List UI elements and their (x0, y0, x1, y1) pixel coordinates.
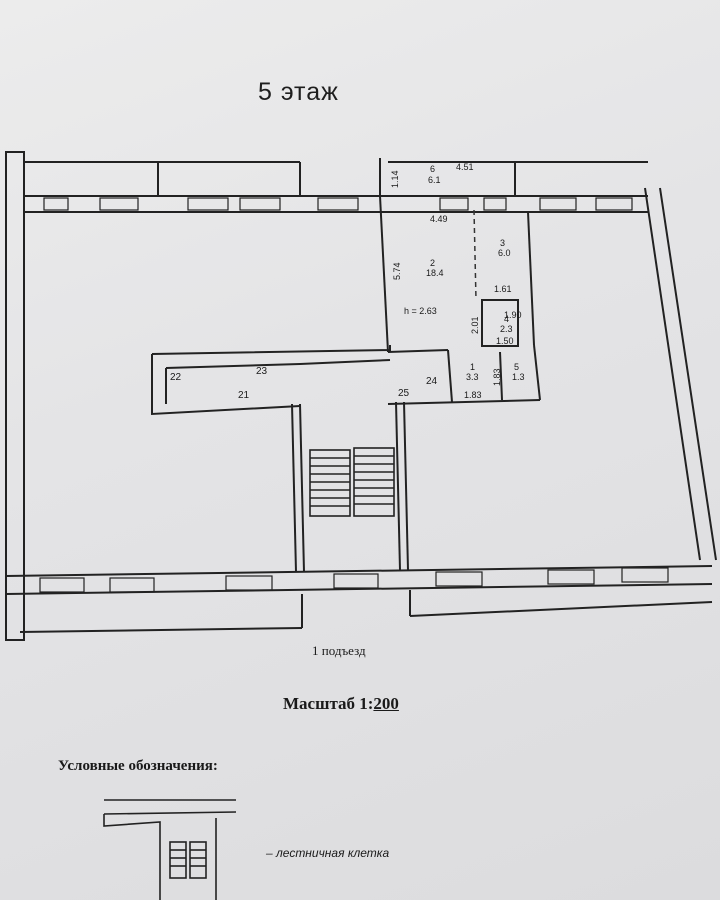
right-outer-wall-a (644, 187, 701, 561)
window (187, 197, 229, 211)
legend-staircase-text: – лестничная клетка (266, 846, 390, 860)
legend-staircase-symbol (103, 799, 237, 900)
room-1-number: 1 (470, 362, 475, 372)
room-1-area: 3.3 (466, 372, 479, 382)
dim-1-14: 1.14 (390, 170, 400, 188)
apartment-bottom-wall (387, 399, 541, 405)
zone-21: 21 (238, 390, 250, 401)
scale-label: Масштаб 1:200 (283, 694, 399, 714)
dim-1-90: 1.90 (504, 310, 522, 320)
kitchen-dashed-line (473, 209, 477, 301)
left-outer-wall (5, 151, 25, 641)
dim-4-49: 4.49 (430, 214, 448, 224)
stair-left-wall-b (291, 403, 297, 573)
bathroom-right-wall (527, 211, 535, 346)
right-outer-wall-b (659, 187, 717, 561)
ceiling-height: h = 2.63 (404, 306, 437, 316)
plan-walls (5, 151, 717, 641)
stair-right-wall-b (403, 401, 409, 571)
room-2-area: 18.4 (426, 268, 444, 278)
window (483, 197, 507, 211)
zone-23: 23 (256, 366, 268, 377)
scale-prefix: Масштаб 1: (283, 694, 374, 713)
zone-24: 24 (426, 376, 438, 387)
bottom-balcony-left (19, 627, 303, 633)
dim-1-83: 1.83 (464, 390, 482, 400)
room-3-area: 6.0 (498, 248, 511, 258)
corridor-inner-top (165, 359, 391, 369)
window (621, 567, 669, 583)
room-3-number: 3 (500, 238, 505, 248)
dim-1-61: 1.61 (494, 284, 512, 294)
bottom-window-wall-outer (5, 565, 713, 577)
room-4-number: 4 (504, 314, 509, 324)
dim-1-83-vertical: 1.83 (492, 368, 502, 386)
window (547, 569, 595, 585)
window (109, 577, 155, 593)
corridor-upper (151, 345, 391, 355)
room-1-left-wall (447, 349, 453, 403)
apartment-lower-wall (387, 349, 449, 353)
dim-2-01: 2.01 (470, 316, 480, 334)
dim-1-50: 1.50 (496, 336, 514, 346)
apartment-left-wall (379, 195, 389, 353)
bath-right-wall-lower (533, 344, 541, 401)
legend-title: Условные обозначения: (58, 758, 218, 774)
window (435, 571, 483, 587)
room-2-number: 2 (430, 258, 435, 268)
zone-22: 22 (170, 372, 182, 383)
window (595, 197, 633, 211)
scale-value: 200 (373, 694, 399, 713)
stair-left-wall-a (299, 403, 305, 573)
bathroom-box (481, 299, 519, 347)
room-5-area: 1.3 (512, 372, 525, 382)
dim-4-51: 4.51 (456, 162, 474, 172)
room-5-divider (499, 351, 503, 401)
stair-flight-right (353, 447, 395, 517)
room-6-area: 6.1 (428, 175, 441, 185)
entrance-label: 1 подъезд (312, 643, 366, 658)
room-4-area: 2.3 (500, 324, 513, 334)
window (225, 575, 273, 591)
room-labels: 6 6.1 2 18.4 3 6.0 4 2.3 1 3.3 5 1.3 (426, 164, 525, 382)
window (317, 197, 359, 211)
window (439, 197, 469, 211)
floor-title: 5 этаж (258, 78, 339, 106)
zone-25: 25 (398, 388, 410, 399)
window (333, 573, 379, 589)
room-6-number: 6 (430, 164, 435, 174)
window (239, 197, 281, 211)
window (43, 197, 69, 211)
zone-labels: 22 23 21 24 25 (170, 366, 438, 401)
windows (39, 197, 669, 593)
window (39, 577, 85, 593)
dim-5-74: 5.74 (392, 262, 402, 280)
room-5-number: 5 (514, 362, 519, 372)
stair-flight-left (309, 449, 351, 517)
stair-right-wall-a (395, 401, 401, 571)
window (539, 197, 577, 211)
corridor-left-lower (151, 354, 301, 416)
stair-flights (309, 447, 395, 517)
bottom-balcony-right (409, 601, 713, 617)
window (99, 197, 139, 211)
dimension-labels: 4.51 1.14 4.49 5.74 1.61 2.01 1.90 1.50 … (390, 162, 522, 400)
